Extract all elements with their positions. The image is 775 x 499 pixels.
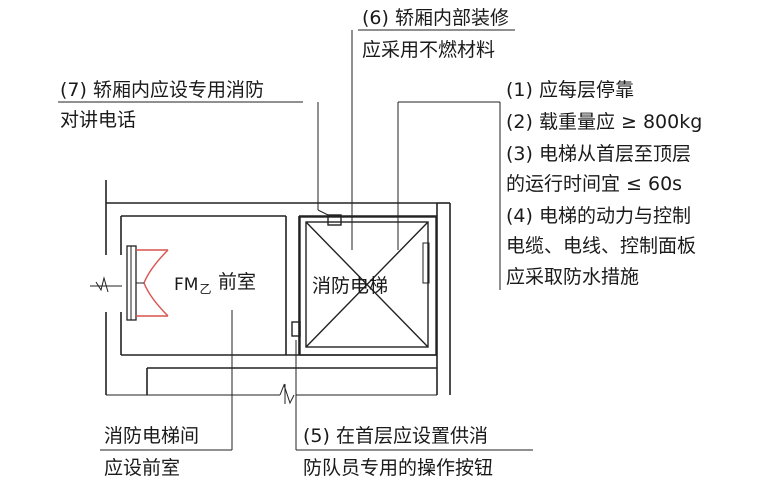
req4-line2: 电缆、电线、控制面板 [506, 235, 696, 257]
fire-door-fm-yi [126, 245, 169, 321]
req1: (1) 应每层停靠 [506, 79, 634, 101]
building-walls [90, 180, 451, 405]
door-code-main: FM [174, 275, 198, 295]
door-code-sub: 乙 [199, 282, 211, 296]
item7-line1: (7) 轿厢内应设专用消防 [60, 79, 264, 101]
elevator-car [291, 214, 437, 356]
lobby-note-line2: 应设前室 [104, 457, 180, 479]
fire-operation-button [291, 321, 301, 337]
room-lobby: 前室 [218, 271, 256, 293]
item5-line1: (5) 在首层应设置供消 [303, 425, 488, 447]
item7-line2: 对讲电话 [60, 109, 136, 131]
room-elevator: 消防电梯 [312, 275, 388, 297]
interphone-box [327, 214, 342, 226]
door-code: FM乙 [174, 275, 211, 296]
item5-line2: 防队员专用的操作按钮 [303, 457, 493, 479]
req3-line1: (3) 电梯从首层至顶层 [506, 143, 691, 165]
lobby-note-line1: 消防电梯间 [104, 425, 199, 447]
req3-line2: 的运行时间宜 ≤ 60s [506, 173, 682, 195]
elevator-door-slot [422, 242, 430, 284]
annotation-texts: (6) 轿厢内部装修 应采用不燃材料 (7) 轿厢内应设专用消防 对讲电话 (1… [60, 7, 702, 479]
item6-line1: (6) 轿厢内部装修 [362, 7, 509, 29]
req4-line1: (4) 电梯的动力与控制 [506, 205, 691, 227]
item6-line2: 应采用不燃材料 [362, 39, 495, 61]
req2: (2) 载重量应 ≥ 800kg [506, 111, 702, 133]
req4-line3: 应采取防水措施 [506, 266, 639, 288]
leader-lines [58, 29, 533, 451]
